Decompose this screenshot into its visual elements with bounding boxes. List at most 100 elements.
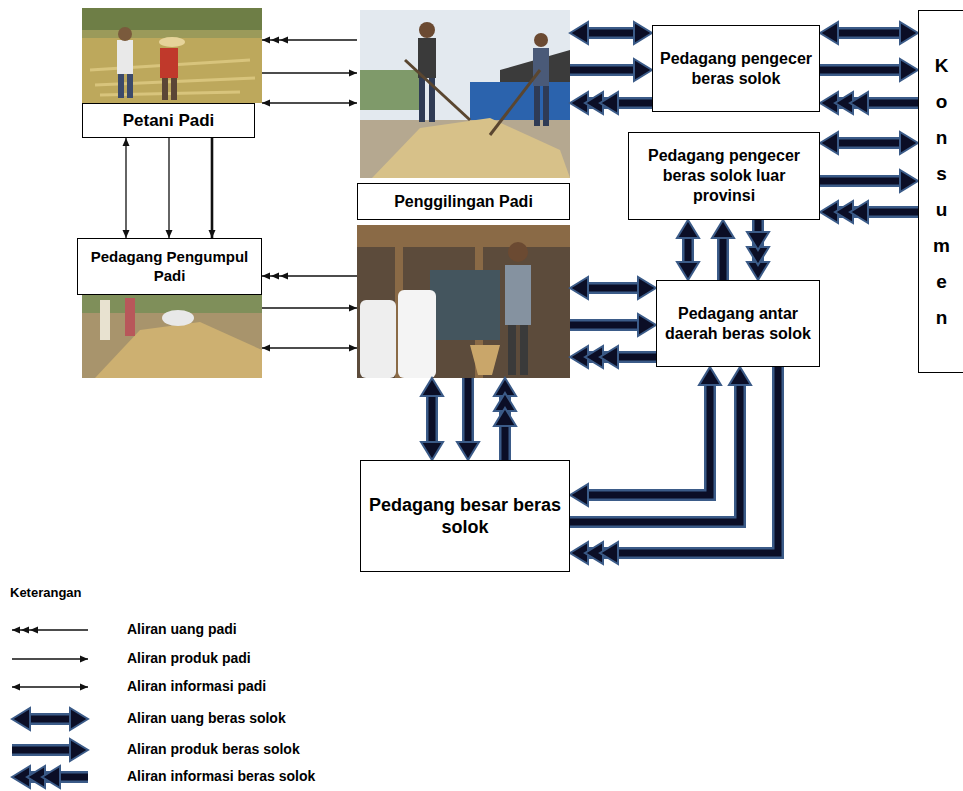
- flow-connector: [820, 170, 918, 192]
- connector-line: [584, 285, 641, 292]
- photo-shape: [372, 118, 570, 178]
- connector-outline: [717, 234, 729, 280]
- connector-outline: [834, 137, 903, 149]
- flow-connector: [747, 220, 769, 280]
- photo-shape: [360, 10, 570, 178]
- flow-connector: [820, 22, 918, 44]
- photo-shape: [357, 225, 570, 247]
- photo-shape: [159, 37, 185, 47]
- connector-outline: [26, 713, 73, 725]
- photo-shape: [505, 265, 531, 325]
- connector-line: [262, 72, 357, 73]
- flow-connector: [570, 346, 656, 368]
- connector-line: [211, 138, 214, 238]
- legend-sample: [12, 627, 88, 634]
- arrow-head: [21, 627, 29, 634]
- connector-line: [820, 67, 904, 74]
- flow-connector: [820, 132, 918, 154]
- arrow-head: [349, 305, 357, 312]
- arrow-head: [123, 230, 130, 238]
- arrow-head: [457, 442, 479, 460]
- flow-connector: [209, 138, 216, 238]
- arrow-head: [850, 92, 868, 114]
- arrow-head: [900, 22, 918, 44]
- arrow-head: [123, 138, 130, 146]
- photo-shape: [171, 78, 177, 100]
- connector-line: [125, 138, 126, 238]
- connector-line: [262, 307, 357, 308]
- process-box: Pedagang pengecer beras solok luar provi…: [628, 132, 820, 220]
- connector-line: [570, 322, 642, 329]
- process-box: Pedagang pengecer beras solok: [652, 25, 820, 112]
- connector-line: [262, 102, 357, 103]
- arrow-head: [570, 277, 588, 299]
- flow-connector: [262, 305, 357, 312]
- photo-shape: [534, 86, 540, 126]
- photo-shape: [508, 325, 516, 375]
- node-text: Petani Padi: [123, 110, 215, 131]
- arrow-head: [421, 378, 443, 396]
- arrow-head: [900, 170, 918, 192]
- node-text: Konsumen: [932, 48, 951, 336]
- arrow-head: [600, 92, 618, 114]
- arrow-head: [271, 37, 279, 44]
- arrow-head: [349, 345, 357, 352]
- flow-connector: [820, 201, 918, 223]
- connector-outline: [584, 367, 778, 553]
- label-box: Pedagang Pengumpul Padi: [77, 238, 262, 295]
- mill-node: Penggilingan Padi: [357, 10, 570, 378]
- arrow-head: [12, 684, 20, 691]
- connector-outline: [584, 381, 710, 495]
- photo-shape: [430, 270, 500, 340]
- connector-line: [429, 392, 436, 445]
- arrow-head: [262, 37, 270, 44]
- arrow-head: [729, 367, 751, 385]
- connector-outline: [682, 234, 694, 265]
- photo-shape: [419, 78, 425, 122]
- legend-text: Aliran produk beras solok: [127, 741, 300, 757]
- arrow-head: [494, 408, 516, 426]
- connector-line: [720, 234, 727, 280]
- flow-connector: [262, 345, 357, 352]
- process-box: Pedagang besar beras solok: [360, 460, 570, 572]
- legend-text: Aliran uang padi: [127, 621, 237, 637]
- flow-connector: [262, 100, 357, 107]
- photo-shape: [82, 8, 262, 103]
- arrow-head: [349, 100, 357, 107]
- node-text: Pedagang pengecer beras solok luar provi…: [633, 146, 815, 206]
- flow-connector: [421, 378, 443, 460]
- connector-outline: [820, 175, 904, 187]
- node-text: Pedagang antar daerah beras solok: [661, 304, 815, 344]
- connector-line: [584, 30, 637, 37]
- connector-outline: [426, 392, 438, 445]
- flow-connector: [570, 22, 652, 44]
- connector-outline: [570, 319, 642, 331]
- flow-connector: [820, 59, 918, 81]
- arrow-head: [712, 220, 734, 238]
- connector-line: [12, 747, 74, 754]
- connector-line: [26, 716, 73, 723]
- photo-shape: [398, 290, 436, 378]
- photo-shape: [82, 295, 262, 378]
- connector-outline: [834, 27, 903, 39]
- connector-line: [834, 140, 903, 147]
- arrow-head: [271, 273, 279, 280]
- connector-line: [12, 686, 88, 687]
- photo-shape: [418, 38, 436, 78]
- connector-outline: [12, 744, 74, 756]
- flow-connector: [712, 220, 734, 280]
- process-box: Pedagang antar daerah beras solok: [656, 280, 820, 367]
- connector-line: [570, 67, 638, 74]
- flow-connector: [123, 138, 130, 238]
- arrow-head: [12, 708, 30, 730]
- node-text: Pedagang pengecer beras solok: [657, 49, 815, 89]
- legend-text: Aliran produk padi: [127, 650, 251, 666]
- photo-shape: [470, 345, 500, 375]
- arrow-head: [699, 367, 721, 385]
- connector-line: [834, 30, 903, 37]
- flow-connector: [494, 378, 516, 460]
- flow-connector: [570, 367, 751, 522]
- photo-shape: [162, 78, 168, 100]
- photo-shape: [162, 310, 194, 326]
